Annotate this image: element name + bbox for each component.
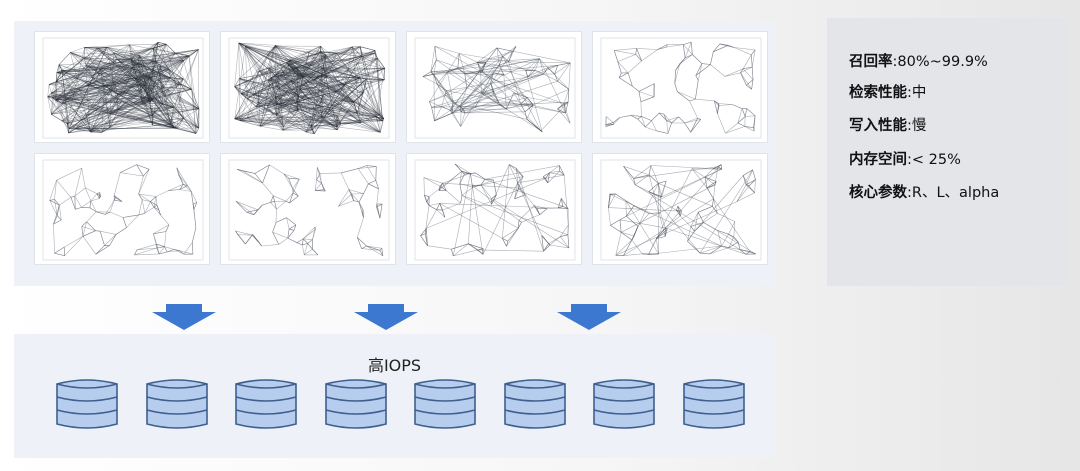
info-key: 核心参数: [849, 185, 907, 201]
graph-drawing: [600, 159, 762, 261]
graph-tile-8: [592, 153, 768, 265]
down-arrow-icon: [557, 304, 621, 330]
graph-drawing: [600, 37, 762, 139]
graph-evolution-panel: [14, 21, 775, 286]
graph-tile-1: [34, 31, 210, 143]
graph-drawing: [414, 159, 576, 261]
info-row-write-performance: 写入性能:慢: [849, 114, 926, 135]
info-row-recall: 召回率:80%~99.9%: [849, 50, 988, 71]
down-arrow-icon: [354, 304, 418, 330]
info-key: 检索性能: [849, 85, 907, 101]
info-row-core-params: 核心参数:R、L、alpha: [849, 181, 999, 202]
info-key: 召回率: [849, 54, 893, 70]
graph-drawing: [228, 159, 390, 261]
graph-drawing: [42, 159, 204, 261]
info-value: R、L、alpha: [911, 185, 1000, 201]
graph-drawing: [414, 37, 576, 139]
database-disk-icon: [145, 379, 208, 429]
graph-tile-7: [406, 153, 582, 265]
info-panel: 召回率:80%~99.9% 检索性能:中 写入性能:慢 内存空间:< 25% 核…: [827, 18, 1067, 286]
info-value: 80%~99.9%: [897, 54, 988, 70]
info-row-memory: 内存空间:< 25%: [849, 148, 961, 169]
info-value: 慢: [911, 118, 927, 134]
info-value: 中: [911, 85, 927, 101]
info-key: 写入性能: [849, 118, 907, 134]
info-sep: :: [907, 185, 912, 201]
database-disk-icon: [324, 379, 387, 429]
database-disk-icon: [503, 379, 566, 429]
storage-label: 高IOPS: [367, 356, 422, 375]
database-disk-icon: [414, 379, 476, 429]
database-disk-icon: [682, 379, 745, 429]
database-disk-icon: [56, 379, 118, 429]
info-sep: :: [907, 118, 912, 134]
graph-tile-5: [34, 153, 210, 265]
info-row-search-performance: 检索性能:中: [849, 81, 926, 102]
graph-drawing: [228, 37, 390, 139]
info-key: 内存空间: [849, 152, 907, 168]
graph-tile-3: [406, 31, 582, 143]
graph-tile-2: [220, 31, 396, 143]
graph-tile-6: [220, 153, 396, 265]
info-value: < 25%: [911, 152, 961, 168]
graph-tile-4: [592, 31, 768, 143]
info-sep: :: [892, 54, 898, 70]
storage-panel: 高IOPS: [14, 334, 775, 458]
database-disk-icon: [235, 379, 297, 429]
database-disk-icon: [593, 379, 655, 429]
info-sep: :: [907, 152, 912, 168]
graph-drawing: [42, 37, 204, 139]
down-arrow-icon: [152, 304, 216, 330]
info-sep: :: [907, 85, 912, 101]
